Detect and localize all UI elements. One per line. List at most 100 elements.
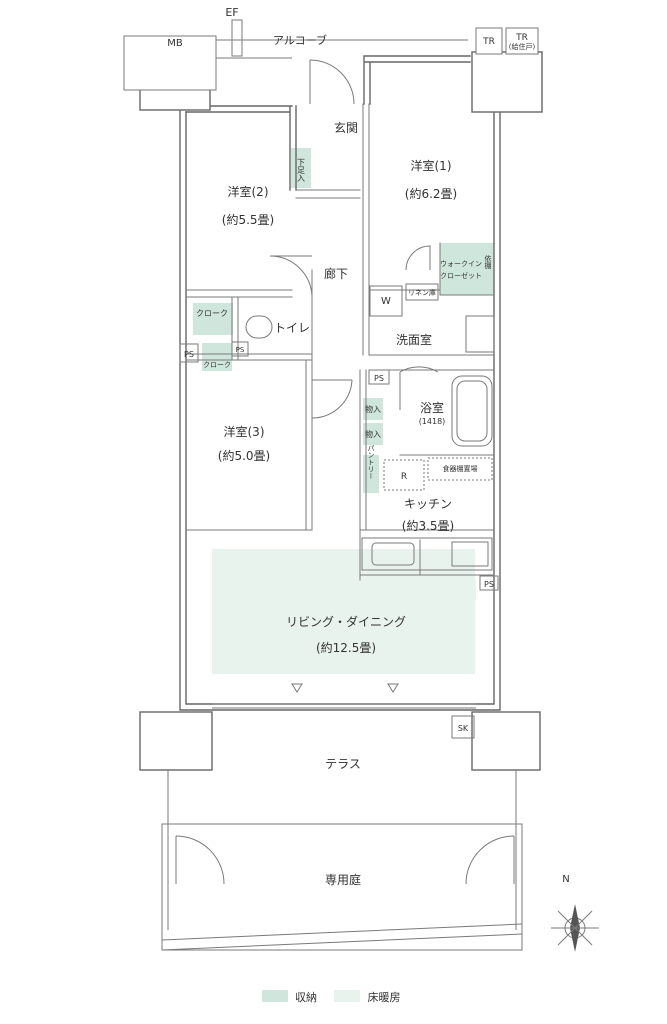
label-shoe: 下足入: [297, 158, 306, 182]
outer-wall: [179, 61, 501, 711]
bathtub-inner: [456, 380, 488, 442]
door-garden-left: [175, 835, 225, 885]
label-storage-b: 物入: [365, 429, 381, 439]
legend-heating-label: 床暖房: [368, 990, 401, 1004]
window-triangle-1: [291, 683, 303, 693]
linen-box: [405, 283, 439, 301]
label-living-name: リビング・ダイニング: [286, 614, 406, 629]
ps-box-4: [479, 575, 499, 591]
vanity: [465, 315, 495, 353]
storage-walkin-fill: [440, 243, 482, 295]
label-ps2: PS: [236, 346, 245, 354]
door-bedroom2: [269, 255, 313, 297]
label-bathroom: 浴室: [420, 400, 444, 415]
storage-cloak-upper-fill: [193, 303, 233, 335]
label-kitchen-size: (約3.5畳): [402, 518, 454, 533]
label-tr2: TR: [515, 33, 528, 43]
sk-box: [451, 715, 475, 739]
label-bedroom1-size: (約6.2畳): [405, 186, 457, 201]
door-garden-right: [465, 835, 515, 885]
ps-box-3: [368, 369, 390, 385]
door-bedroom3: [311, 379, 353, 419]
label-living-size: (約12.5畳): [316, 640, 376, 655]
compass-cross: [551, 910, 599, 946]
label-bedroom3-name: 洋室(3): [224, 424, 265, 439]
tr-box-2: [505, 27, 539, 55]
label-alcove: アルコーブ: [273, 33, 327, 47]
pillars: [123, 19, 543, 771]
fridge-box: [383, 459, 425, 491]
pillar-bottom-right: [471, 711, 541, 771]
label-north: N: [562, 874, 569, 885]
ps-box-2: [231, 341, 249, 357]
kitchen-counter: [361, 537, 493, 571]
label-mb: MB: [167, 38, 183, 49]
label-bedroom2-size: (約5.5畳): [222, 212, 274, 227]
alcove-line: [216, 39, 468, 59]
top-wall: [185, 55, 471, 191]
label-tr: TR: [482, 37, 495, 47]
label-kitchen-name: キッチン: [404, 497, 452, 511]
doors: [175, 59, 515, 885]
label-ef: EF: [225, 6, 238, 19]
storage-a-fill: [363, 398, 383, 420]
label-ps3: PS: [374, 374, 384, 383]
label-entrance: 玄関: [334, 120, 358, 135]
label-dish: 食器棚置場: [443, 464, 478, 473]
label-terrace: テラス: [325, 757, 361, 771]
label-walkin-2: クローゼット: [440, 271, 482, 280]
ps-box-1: [179, 343, 199, 363]
fixtures: [179, 283, 499, 739]
door-bath: [399, 366, 439, 410]
heating-kitchen-mat: [420, 553, 448, 575]
label-cloak-upper: クローク: [196, 309, 228, 318]
door-entrance: [309, 59, 355, 105]
garden-area: [161, 823, 523, 951]
label-tr2-sub: (給住戸): [509, 42, 536, 51]
living-window: [212, 703, 476, 709]
bathtub: [451, 375, 493, 447]
label-bath-size: (1418): [419, 417, 446, 426]
label-hallway: 廊下: [324, 266, 348, 281]
labels: EF MB アルコーブ TR TR (給住戸) 玄関 下足入 洋室(1) (約6…: [167, 6, 569, 1004]
label-toilet: トイレ: [274, 321, 310, 335]
label-fridge: R: [401, 472, 407, 482]
storage-areas: [193, 148, 494, 493]
storage-cloak-lower-fill: [202, 343, 232, 371]
walls: [179, 55, 501, 711]
interior-walls: [185, 103, 495, 581]
terrace-lines: [167, 770, 517, 930]
legend-storage-swatch: [262, 990, 288, 1002]
label-washroom: 洗面室: [396, 332, 432, 347]
sink: [371, 542, 415, 566]
label-garden: 専用庭: [325, 872, 361, 887]
label-cloak-lower: クローク: [203, 361, 231, 369]
pillar-top-right: [471, 51, 543, 113]
label-ps1: PS: [184, 350, 194, 359]
window-triangle-2: [387, 683, 399, 693]
tr-box-1: [475, 27, 503, 55]
pillar-bottom-left: [139, 711, 213, 771]
storage-b-fill: [363, 423, 383, 445]
legend-storage-label: 収納: [295, 991, 317, 1004]
outdoor: [161, 770, 523, 951]
label-ps4: PS: [484, 580, 494, 589]
label-bedroom1-name: 洋室(1): [411, 158, 452, 173]
toilet-bowl: [245, 315, 273, 339]
dish-box: [427, 457, 493, 481]
storage-pantry-fill: [363, 455, 379, 493]
stove: [451, 541, 489, 567]
label-storage-a: 物入: [365, 404, 381, 414]
mb-box: [123, 35, 217, 91]
windows: [212, 683, 476, 709]
label-bedroom3-size: (約5.0畳): [218, 448, 270, 463]
label-linen: リネン庫: [408, 288, 436, 297]
label-pantry: パントリー: [367, 445, 375, 480]
label-sk: SK: [458, 724, 469, 733]
garden-fence: [161, 923, 523, 951]
washer-box: [369, 285, 403, 317]
ef-box: [231, 19, 243, 57]
door-washroom: [405, 245, 431, 271]
label-bedroom2-name: 洋室(2): [228, 184, 269, 199]
